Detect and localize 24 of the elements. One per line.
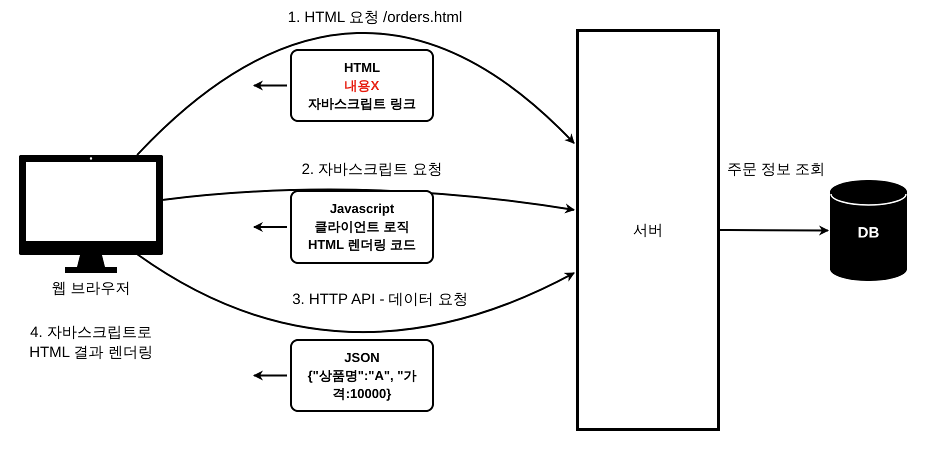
arrow xyxy=(253,222,287,232)
arrow xyxy=(162,188,575,214)
box-text: HTML 렌더링 코드 xyxy=(308,236,416,254)
box-text: 자바스크립트 링크 xyxy=(308,94,416,112)
edge-label: 1. HTML 요청 /orders.html xyxy=(286,9,464,27)
box-text: Javascript xyxy=(330,200,394,218)
box-text: JSON xyxy=(344,348,380,366)
database-label: DB xyxy=(858,224,880,242)
node-label: 4. 자바스크립트로 HTML 결과 렌더링 xyxy=(28,323,154,363)
box-text: 내용X xyxy=(344,76,380,94)
box-text: {"상품명":"A", "가격:10000} xyxy=(306,366,418,402)
response-box xyxy=(290,49,434,122)
server-box: 서버 xyxy=(576,29,720,431)
arrow xyxy=(253,370,287,380)
box-text: 클라이언트 로직 xyxy=(314,218,410,236)
node-label: 웹 브라우저 xyxy=(50,279,132,299)
arrow xyxy=(720,225,829,236)
arrow xyxy=(136,32,575,156)
response-box xyxy=(290,190,434,264)
box-text: HTML xyxy=(344,58,380,76)
arrow xyxy=(253,80,287,90)
monitor-drawing xyxy=(19,155,163,273)
arrow xyxy=(136,253,575,333)
response-box xyxy=(290,339,434,412)
